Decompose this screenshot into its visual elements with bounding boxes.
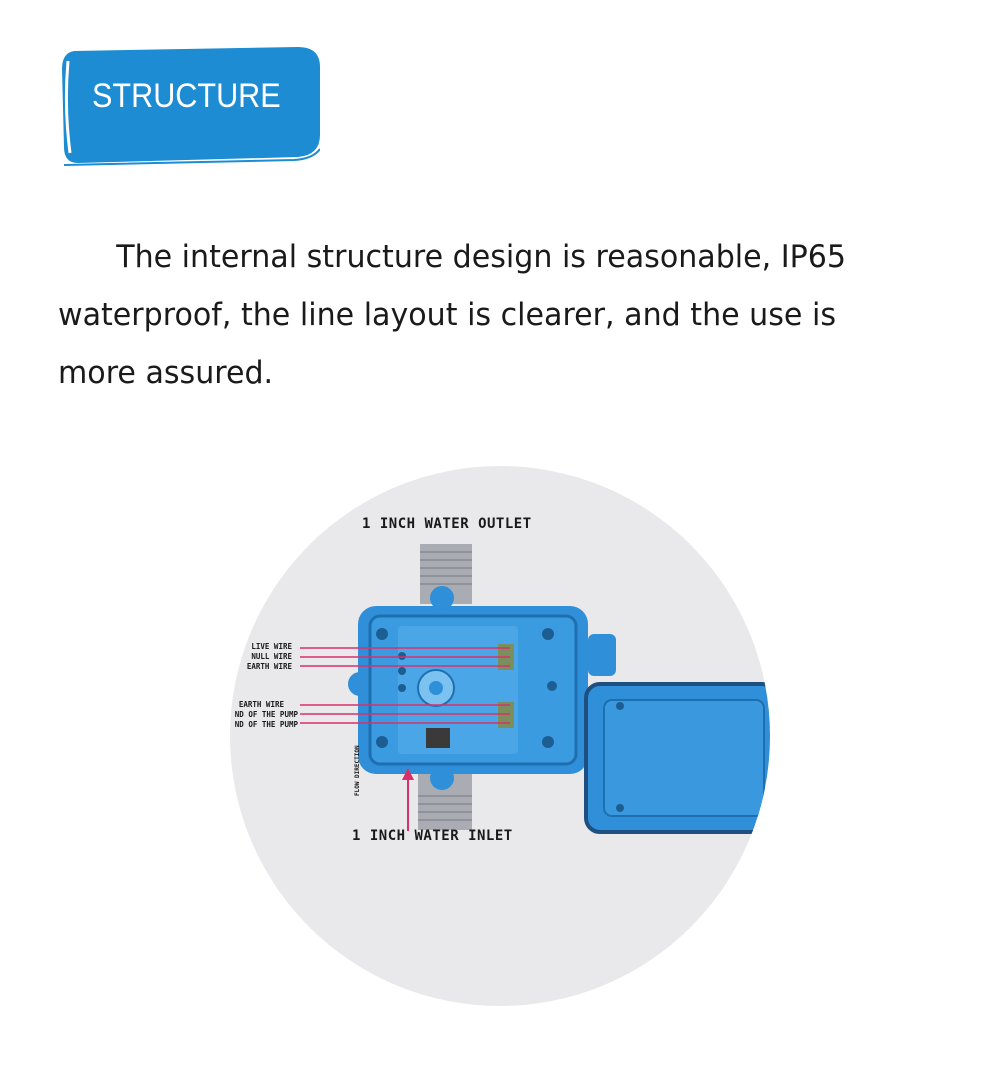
device-illustration xyxy=(230,466,770,1006)
badge-shape xyxy=(62,47,320,166)
wire-label-null: NULL WIRE xyxy=(251,652,292,661)
wire-label-live: LIVE WIRE xyxy=(251,642,292,651)
wire-label-pump-2: ND OF THE PUMP xyxy=(234,720,298,729)
flow-direction-label: FLOW DIRECTION xyxy=(354,745,361,796)
wire-label-pump-1: ND OF THE PUMP xyxy=(234,710,298,719)
description-text: The internal structure design is reasona… xyxy=(58,239,847,391)
wire-label-earth-top: EARTH WIRE xyxy=(246,662,292,671)
section-badge: STRUCTURE xyxy=(58,47,320,167)
badge-title: STRUCTURE xyxy=(92,77,281,115)
product-photo: 1 INCH WATER OUTLET 1 INCH WATER INLET F… xyxy=(230,466,770,1006)
inlet-label: 1 INCH WATER INLET xyxy=(352,828,513,844)
outlet-label: 1 INCH WATER OUTLET xyxy=(362,516,532,532)
wire-label-earth-bottom: EARTH WIRE xyxy=(238,700,284,709)
